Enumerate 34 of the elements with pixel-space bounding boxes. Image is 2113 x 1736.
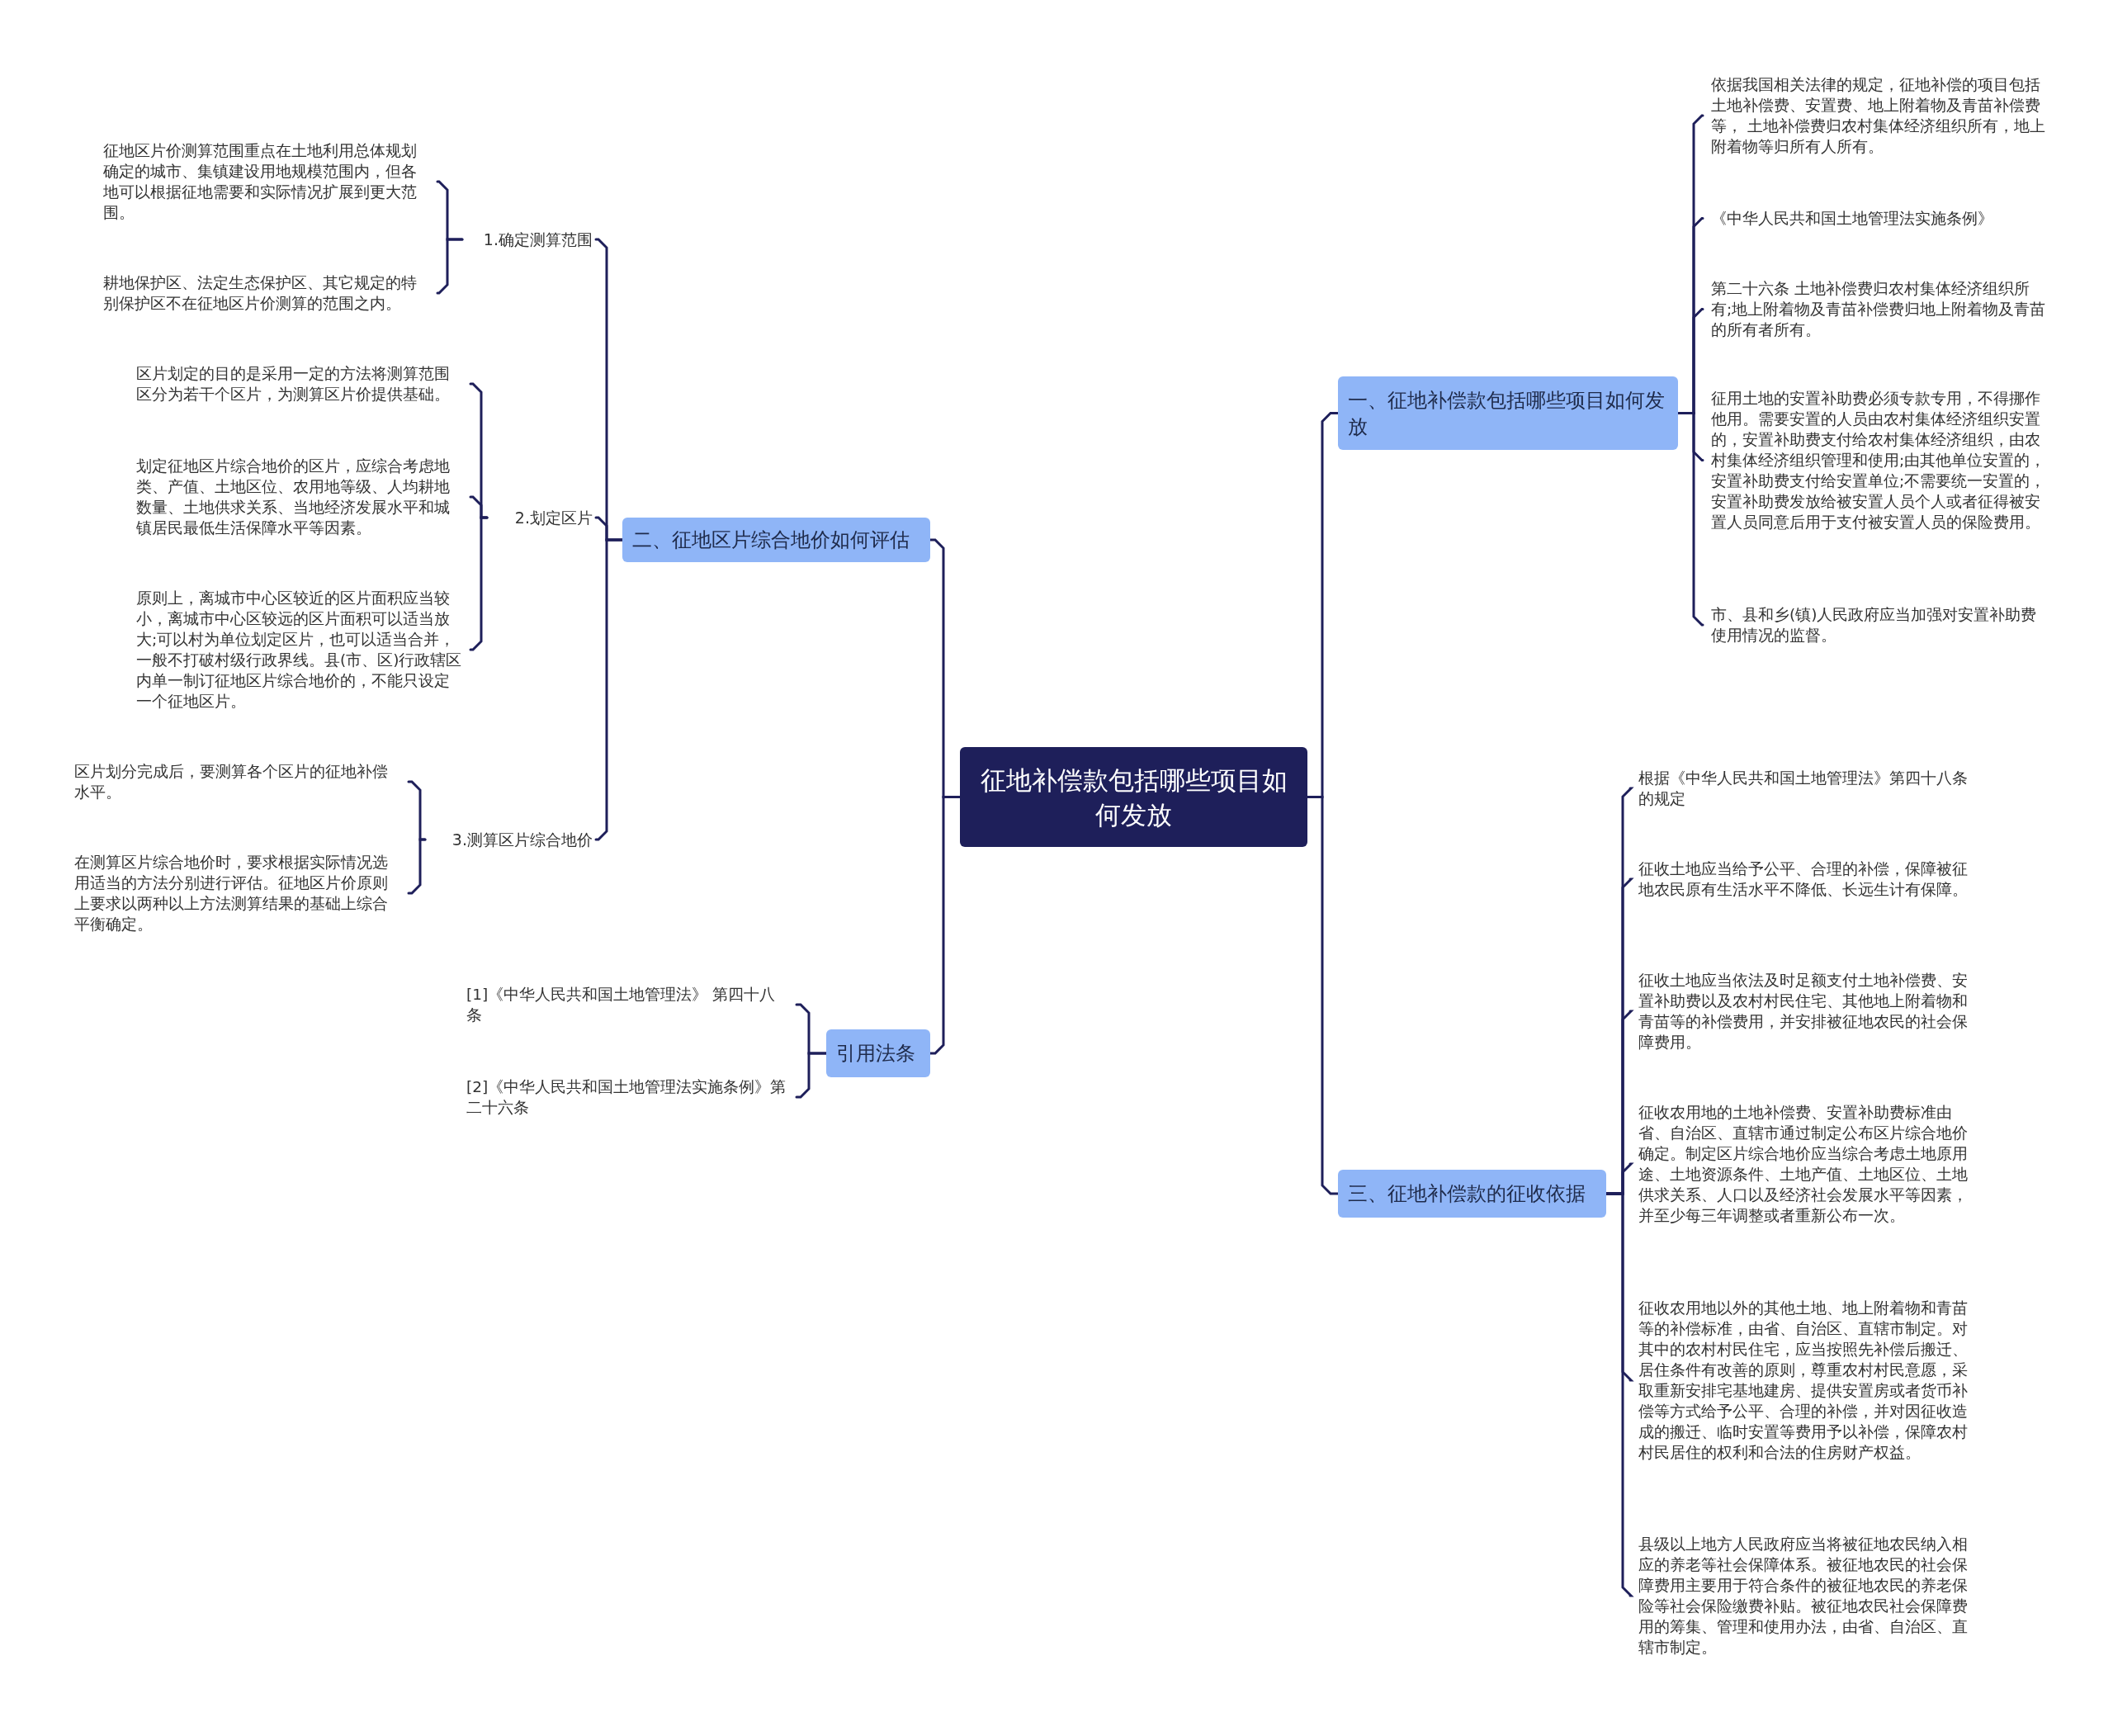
- connector-line: [436, 238, 464, 295]
- branch-topic: 一、征地补偿款包括哪些项目如何发放: [1338, 376, 1678, 450]
- connector-line: [469, 516, 489, 651]
- note-text: 征收农用地以外的其他土地、地上附着物和青苗等的补偿标准，由省、自治区、直辖市制定。对其中的农村村民住宅，应当按照先补偿后搬迁、居住条件有改善的原则，尊重农村村民意愿，采取重新安排宅基地建房、提供安置房或者货币补偿等方式给予公平、合理的补偿，并对因征收造成的搬迁、临时安置等费用予以补偿，保障农村村民居住的权利和合法的住房财产权益。: [1630, 1296, 1977, 1464]
- note-text: 征收农用地的土地补偿费、安置补助费标准由省、自治区、直辖市通过制定公布区片综合地价确定。制定区片综合地价应当综合考虑土地原用途、土地资源条件、土地产值、土地区位、土地供求关系、人口以及经济社会发展水平等因素，并至少每三年调整或者重新公布一次。: [1630, 1100, 1977, 1227]
- connector-line: [407, 838, 427, 895]
- branch-topic: 三、征地补偿款的征收依据: [1338, 1170, 1606, 1218]
- note-text: 耕地保护区、法定生态保护区、其它规定的特别保护区不在征地区片价测算的范围之内。: [95, 271, 437, 315]
- subtopic-label: 1.确定测算范围: [462, 227, 596, 252]
- note-text: 区片划定的目的是采用一定的方法将测算范围区分为若干个区片，为测算区片价提供基础。: [128, 362, 470, 406]
- connector-line: [1676, 412, 1704, 627]
- note-text: 县级以上地方人民政府应当将被征地农民纳入相应的养老等社会保障体系。被征地农民的社会保障费用主要用于符合条件的被征地农民的养老保险等社会保险缴费补贴。被征地农民社会保障费用的筹集、管理和使用办法，由省、自治区、直辖市制定。: [1630, 1532, 1977, 1659]
- note-text: 划定征地区片综合地价的区片，应综合考虑地类、产值、土地区位、农用地等级、人均耕地数量、土地供求关系、当地经济发展水平和城镇居民最低生活保障水平等因素。: [128, 454, 470, 540]
- note-text: 第二十六条 土地补偿费归农村集体经济组织所有;地上附着物及青苗补偿费归地上附着物及青苗的所有者所有。: [1703, 277, 2058, 342]
- note-text: 征收土地应当给予公平、合理的补偿，保障被征地农民原有生活水平不降低、长远生计有保障。: [1630, 857, 1977, 901]
- note-text: 根据《中华人民共和国土地管理法》第四十八条的规定: [1630, 766, 1977, 811]
- note-text: [1]《中华人民共和国土地管理法》 第四十八条: [458, 982, 797, 1027]
- branch-topic: 二、征地区片综合地价如何评估: [622, 518, 930, 562]
- note-text: 《中华人民共和国土地管理法实施条例》: [1703, 206, 2058, 230]
- note-text: 区片划分完成后，要测算各个区片的征地补偿水平。: [66, 759, 409, 804]
- note-text: 市、县和乡(镇)人民政府应当加强对安置补助费使用情况的监督。: [1703, 603, 2058, 647]
- connector-line: [795, 1052, 828, 1099]
- note-text: 在测算区片综合地价时，要求根据实际情况选用适当的方法分别进行评估。征地区片价原则上要求以两种以上方法测算结果的基础上综合平衡确定。: [66, 850, 409, 936]
- note-text: 征用土地的安置补助费必须专款专用，不得挪作他用。需要安置的人员由农村集体经济组织安置的，安置补助费支付给农村集体经济组织，由农村集体经济组织管理和使用;由其他单位安置的，安置补助费支付给安置单位;不需要统一安置的，安置补助费发放给被安置人员个人或者征得被安置人员同意后用于支付被安置人员的保险费用。: [1703, 386, 2058, 534]
- note-text: 原则上，离城市中心区较近的区片面积应当较小，离城市中心区较远的区片面积可以适当放大;可以村为单位划定区片，也可以适当合并，一般不打破村级行政界线。县(市、区)行政辖区内单一制订征地区片综合地价的，不能只设定一个征地区片。: [128, 586, 470, 713]
- note-text: 征地区片价测算范围重点在土地利用总体规划确定的城市、集镇建设用地规模范围内，但各地可以根据征地需要和实际情况扩展到更大范围。: [95, 139, 437, 225]
- note-text: [2]《中华人民共和国土地管理法实施条例》第二十六条: [458, 1075, 797, 1119]
- subtopic-label: 3.测算区片综合地价: [425, 827, 596, 852]
- branch-topic: 引用法条: [826, 1029, 930, 1077]
- note-text: 征收土地应当依法及时足额支付土地补偿费、安置补助费以及农村村民住宅、其他地上附着物和青苗等的补偿费用，并安排被征地农民的社会保障费用。: [1630, 968, 1977, 1054]
- subtopic-label: 2.划定区片: [487, 505, 596, 530]
- central-topic: 征地补偿款包括哪些项目如何发放: [960, 747, 1307, 847]
- note-text: 依据我国相关法律的规定，征地补偿的项目包括土地补偿费、安置费、地上附着物及青苗补偿费等， 土地补偿费归农村集体经济组织所有，地上附着物等归所有人所有。: [1703, 73, 2058, 158]
- connector-line: [594, 538, 624, 841]
